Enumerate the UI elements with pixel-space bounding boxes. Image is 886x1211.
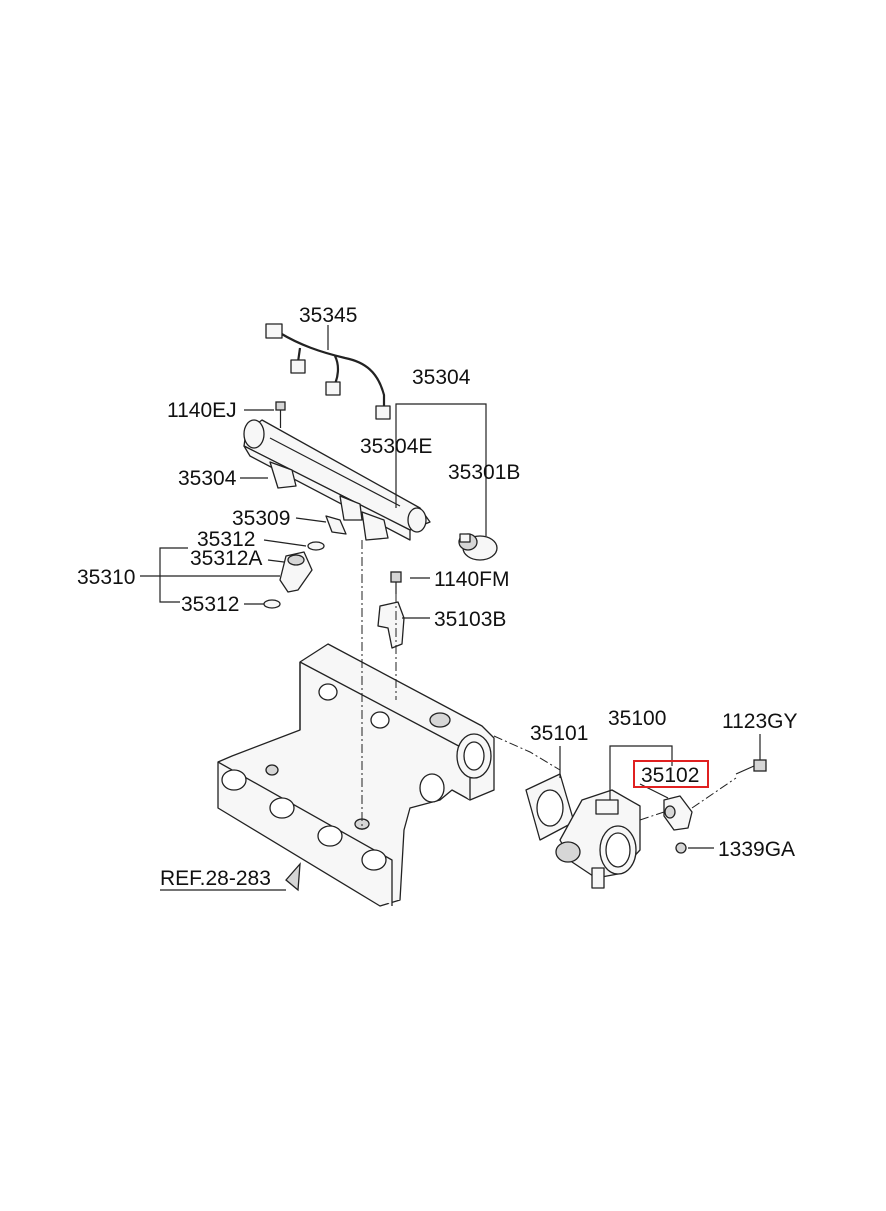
highlight-box	[633, 760, 709, 788]
o-ring-upper[interactable]	[307, 541, 325, 551]
label-35304E[interactable]: 35304E	[360, 435, 432, 458]
label-35309[interactable]: 35309	[232, 507, 290, 530]
label-1123GY[interactable]: 1123GY	[722, 710, 798, 733]
label-35304-left[interactable]: 35304	[178, 467, 237, 490]
fuel-injector[interactable]	[279, 551, 313, 593]
fuel-rail[interactable]	[243, 419, 431, 541]
bolt-1123GY[interactable]	[735, 759, 767, 775]
label-35312A[interactable]: 35312A	[190, 547, 262, 570]
label-35101[interactable]: 35101	[530, 722, 588, 745]
label-35103B[interactable]: 35103B	[434, 608, 506, 631]
label-1140EJ[interactable]: 1140EJ	[167, 399, 237, 422]
label-ref-28-283[interactable]: REF.28-283	[160, 867, 271, 890]
label-35312-bottom[interactable]: 35312	[181, 593, 239, 616]
wiring-harness[interactable]	[265, 323, 391, 420]
bracket-35103B[interactable]	[377, 601, 405, 649]
label-35345[interactable]: 35345	[299, 304, 357, 327]
clip-35309[interactable]	[325, 515, 347, 535]
throttle-gasket[interactable]	[525, 773, 575, 841]
throttle-position-sensor[interactable]	[663, 795, 693, 831]
label-35312-top[interactable]: 35312	[197, 528, 255, 551]
label-35102[interactable]: 35102	[641, 764, 699, 787]
label-35310[interactable]: 35310	[77, 566, 135, 589]
label-1140FM[interactable]: 1140FM	[434, 568, 509, 591]
label-35304-top[interactable]: 35304	[412, 366, 471, 389]
intake-manifold[interactable]	[217, 643, 495, 907]
o-ring-lower[interactable]	[263, 599, 281, 609]
screw-1339GA[interactable]	[675, 842, 687, 854]
pressure-regulator[interactable]	[458, 533, 498, 561]
leader-lines	[140, 325, 761, 892]
label-35100[interactable]: 35100	[608, 707, 666, 730]
label-35301B[interactable]: 35301B	[448, 461, 520, 484]
assembly-lines	[361, 540, 737, 830]
label-1339GA[interactable]: 1339GA	[718, 838, 795, 861]
bolt-1140FM[interactable]	[390, 571, 402, 594]
throttle-body[interactable]	[555, 789, 641, 889]
bolt-1140EJ[interactable]	[275, 401, 286, 428]
